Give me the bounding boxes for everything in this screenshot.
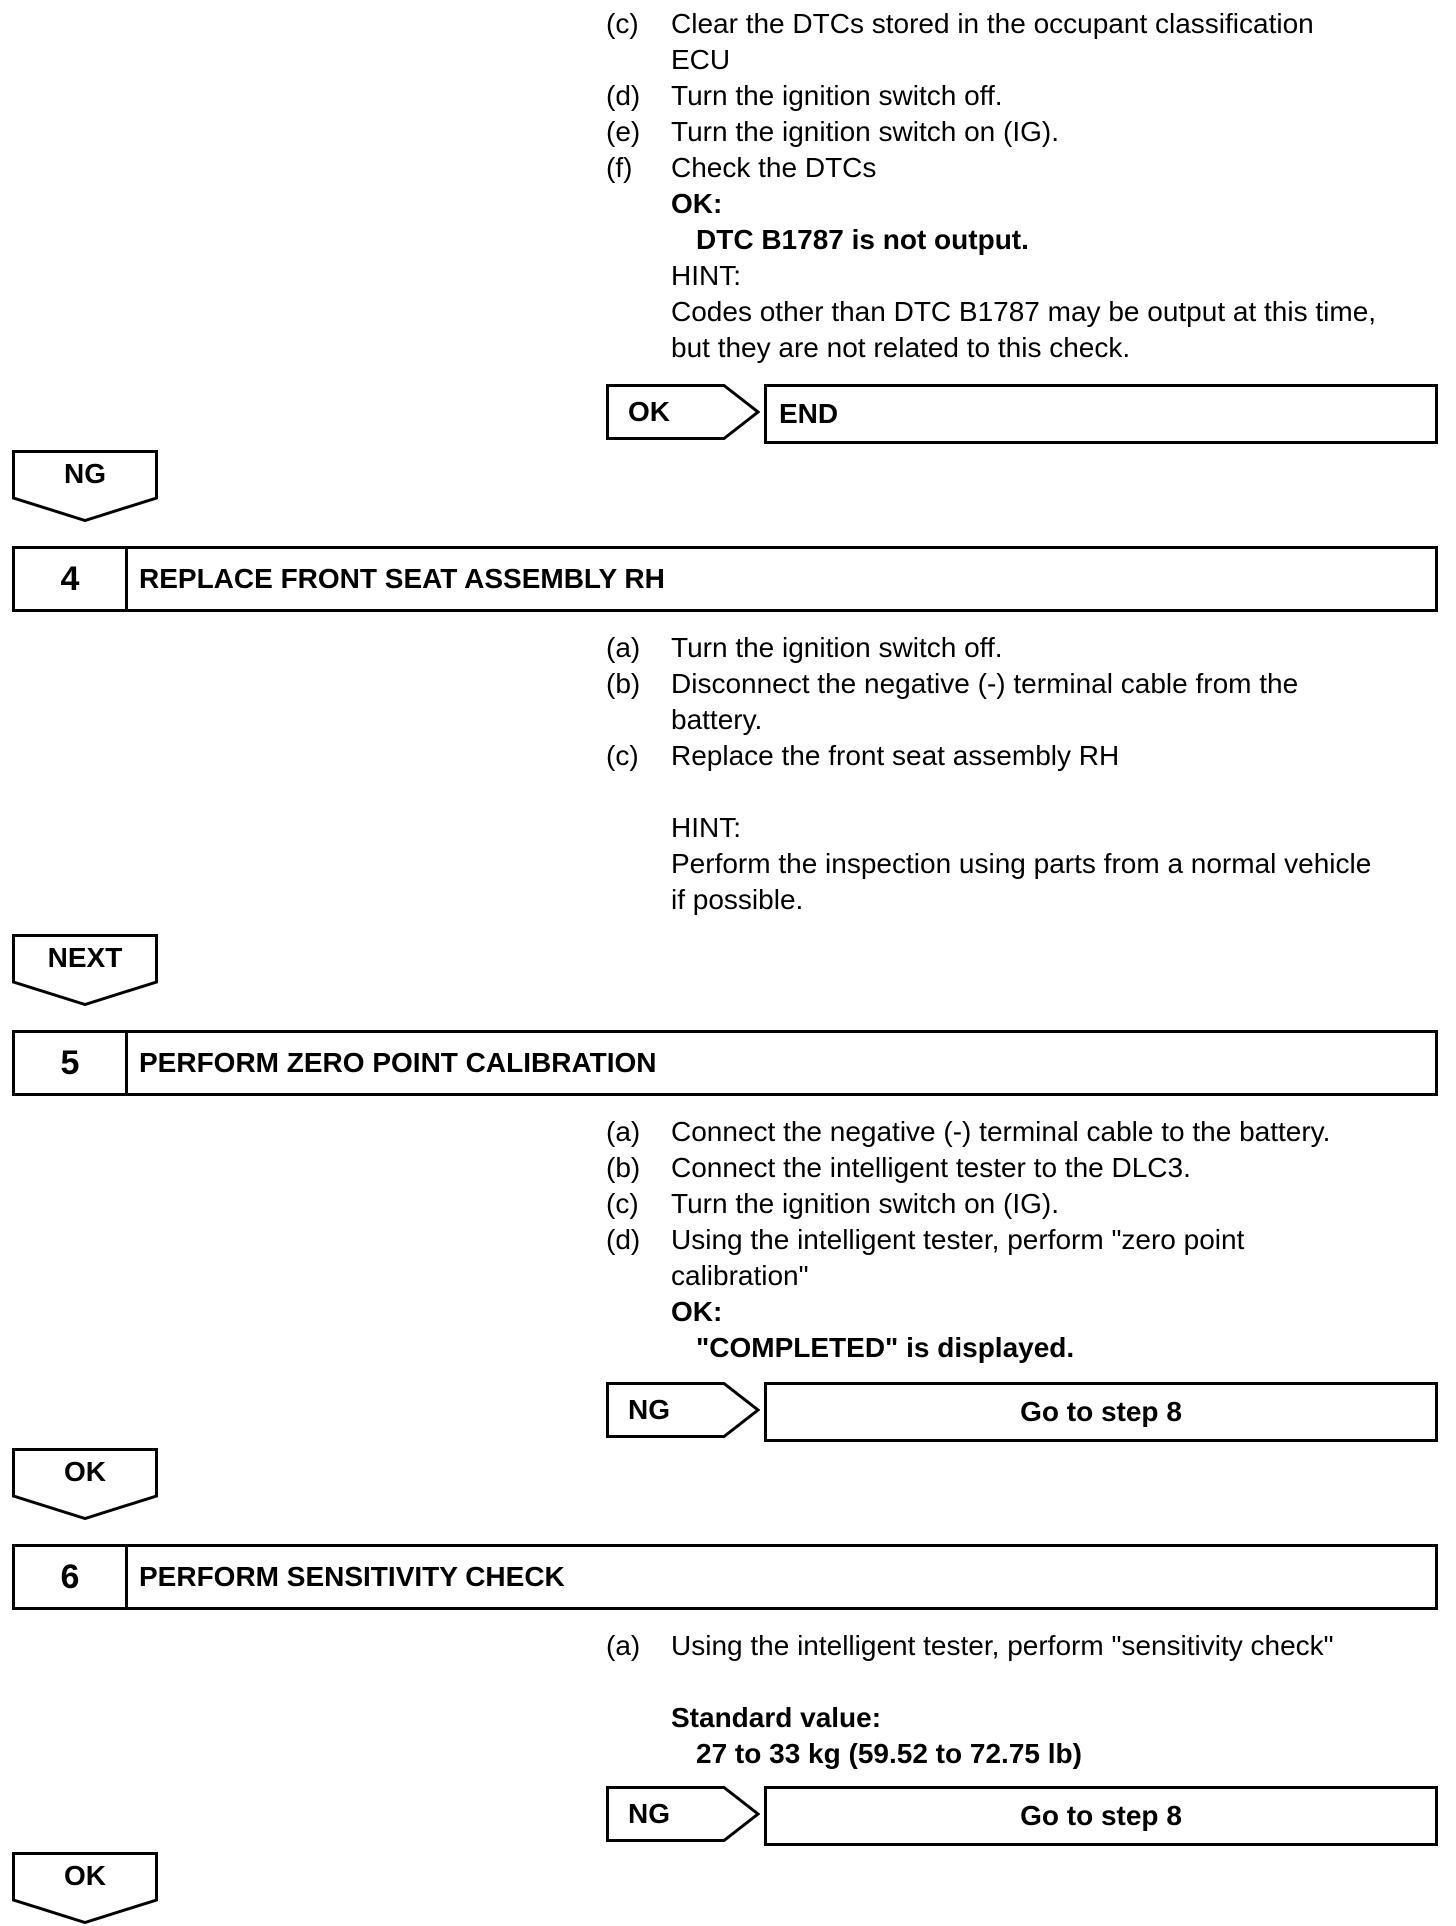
result-arrow-icon xyxy=(606,384,760,440)
hint-label: HINT: xyxy=(671,260,741,291)
result-tag-ng: NG xyxy=(606,1382,760,1438)
ok-value: "COMPLETED" is displayed. xyxy=(696,1332,1075,1363)
result-text: Go to step 8 xyxy=(1020,1396,1182,1427)
hint-text: if possible. xyxy=(671,884,804,915)
item-text: Turn the ignition switch on (IG). xyxy=(671,116,1060,147)
down-arrow-icon xyxy=(12,1448,158,1520)
item-label: (f) xyxy=(606,152,633,183)
flow-arrow-ok: OK xyxy=(12,1852,158,1924)
down-arrow-icon xyxy=(12,450,158,522)
flow-arrow-next: NEXT xyxy=(12,934,158,1006)
item-text: Turn the ignition switch off. xyxy=(671,80,1003,111)
ok-value: DTC B1787 is not output. xyxy=(696,224,1029,255)
item-text: Turn the ignition switch on (IG). xyxy=(671,1188,1060,1219)
step-number: 4 xyxy=(15,549,128,609)
flow-label: OK xyxy=(64,1456,106,1487)
item-label: (b) xyxy=(606,668,641,699)
item-text: Clear the DTCs stored in the occupant cl… xyxy=(671,8,1314,39)
item-text: Connect the intelligent tester to the DL… xyxy=(671,1152,1191,1183)
hint-text: Codes other than DTC B1787 may be output… xyxy=(671,296,1377,327)
step-title: REPLACE FRONT SEAT ASSEMBLY RH xyxy=(139,563,665,594)
item-text-continued: calibration" xyxy=(671,1260,809,1291)
result-box-goto: Go to step 8 xyxy=(764,1786,1438,1846)
flow-label: OK xyxy=(64,1860,106,1891)
item-label: (c) xyxy=(606,8,639,39)
item-label: (a) xyxy=(606,632,641,663)
item-label: (b) xyxy=(606,1152,641,1183)
result-tag-label: OK xyxy=(628,396,670,427)
item-text: Turn the ignition switch off. xyxy=(671,632,1003,663)
item-label: (c) xyxy=(606,1188,639,1219)
item-label: (e) xyxy=(606,116,641,147)
item-label: (a) xyxy=(606,1116,641,1147)
item-text: Connect the negative (-) terminal cable … xyxy=(671,1116,1331,1147)
item-text: Replace the front seat assembly RH xyxy=(671,740,1120,771)
item-label: (d) xyxy=(606,80,641,111)
item-text: Check the DTCs xyxy=(671,152,877,183)
item-label: (c) xyxy=(606,740,639,771)
result-text: Go to step 8 xyxy=(1020,1800,1182,1831)
step-header: 4 REPLACE FRONT SEAT ASSEMBLY RH xyxy=(12,546,1438,612)
ok-label: OK: xyxy=(671,188,723,219)
standard-value-label: Standard value: xyxy=(671,1702,882,1733)
flow-label: NEXT xyxy=(47,942,123,973)
standard-value: 27 to 33 kg (59.52 to 72.75 lb) xyxy=(696,1738,1082,1769)
item-label: (d) xyxy=(606,1224,641,1255)
hint-text: but they are not related to this check. xyxy=(671,332,1131,363)
step-title: PERFORM SENSITIVITY CHECK xyxy=(139,1561,565,1592)
step-number: 6 xyxy=(15,1547,128,1607)
step-header: 6 PERFORM SENSITIVITY CHECK xyxy=(12,1544,1438,1610)
result-box-goto: Go to step 8 xyxy=(764,1382,1438,1442)
down-arrow-icon xyxy=(12,934,158,1006)
flow-label: NG xyxy=(64,458,106,489)
item-text: Disconnect the negative (-) terminal cab… xyxy=(671,668,1299,699)
item-text: Using the intelligent tester, perform "s… xyxy=(671,1630,1334,1661)
result-tag-ng: NG xyxy=(606,1786,760,1842)
result-tag-ok: OK xyxy=(606,384,760,440)
item-label: (a) xyxy=(606,1630,641,1661)
result-arrow-icon xyxy=(606,1382,760,1438)
hint-label: HINT: xyxy=(671,812,741,843)
result-text: END xyxy=(779,398,839,429)
flow-arrow-ok: OK xyxy=(12,1448,158,1520)
step-title: PERFORM ZERO POINT CALIBRATION xyxy=(139,1047,657,1078)
hint-text: Perform the inspection using parts from … xyxy=(671,848,1372,879)
result-arrow-icon xyxy=(606,1786,760,1842)
item-text: Using the intelligent tester, perform "z… xyxy=(671,1224,1245,1255)
ok-label: OK: xyxy=(671,1296,723,1327)
step-header: 5 PERFORM ZERO POINT CALIBRATION xyxy=(12,1030,1438,1096)
result-box-end: END xyxy=(764,384,1438,444)
down-arrow-icon xyxy=(12,1852,158,1924)
step-number: 5 xyxy=(15,1033,128,1093)
flow-arrow-ng: NG xyxy=(12,450,158,522)
item-text-continued: battery. xyxy=(671,704,763,735)
result-tag-label: NG xyxy=(628,1394,670,1425)
result-tag-label: NG xyxy=(628,1798,670,1829)
item-text-continued: ECU xyxy=(671,44,731,75)
